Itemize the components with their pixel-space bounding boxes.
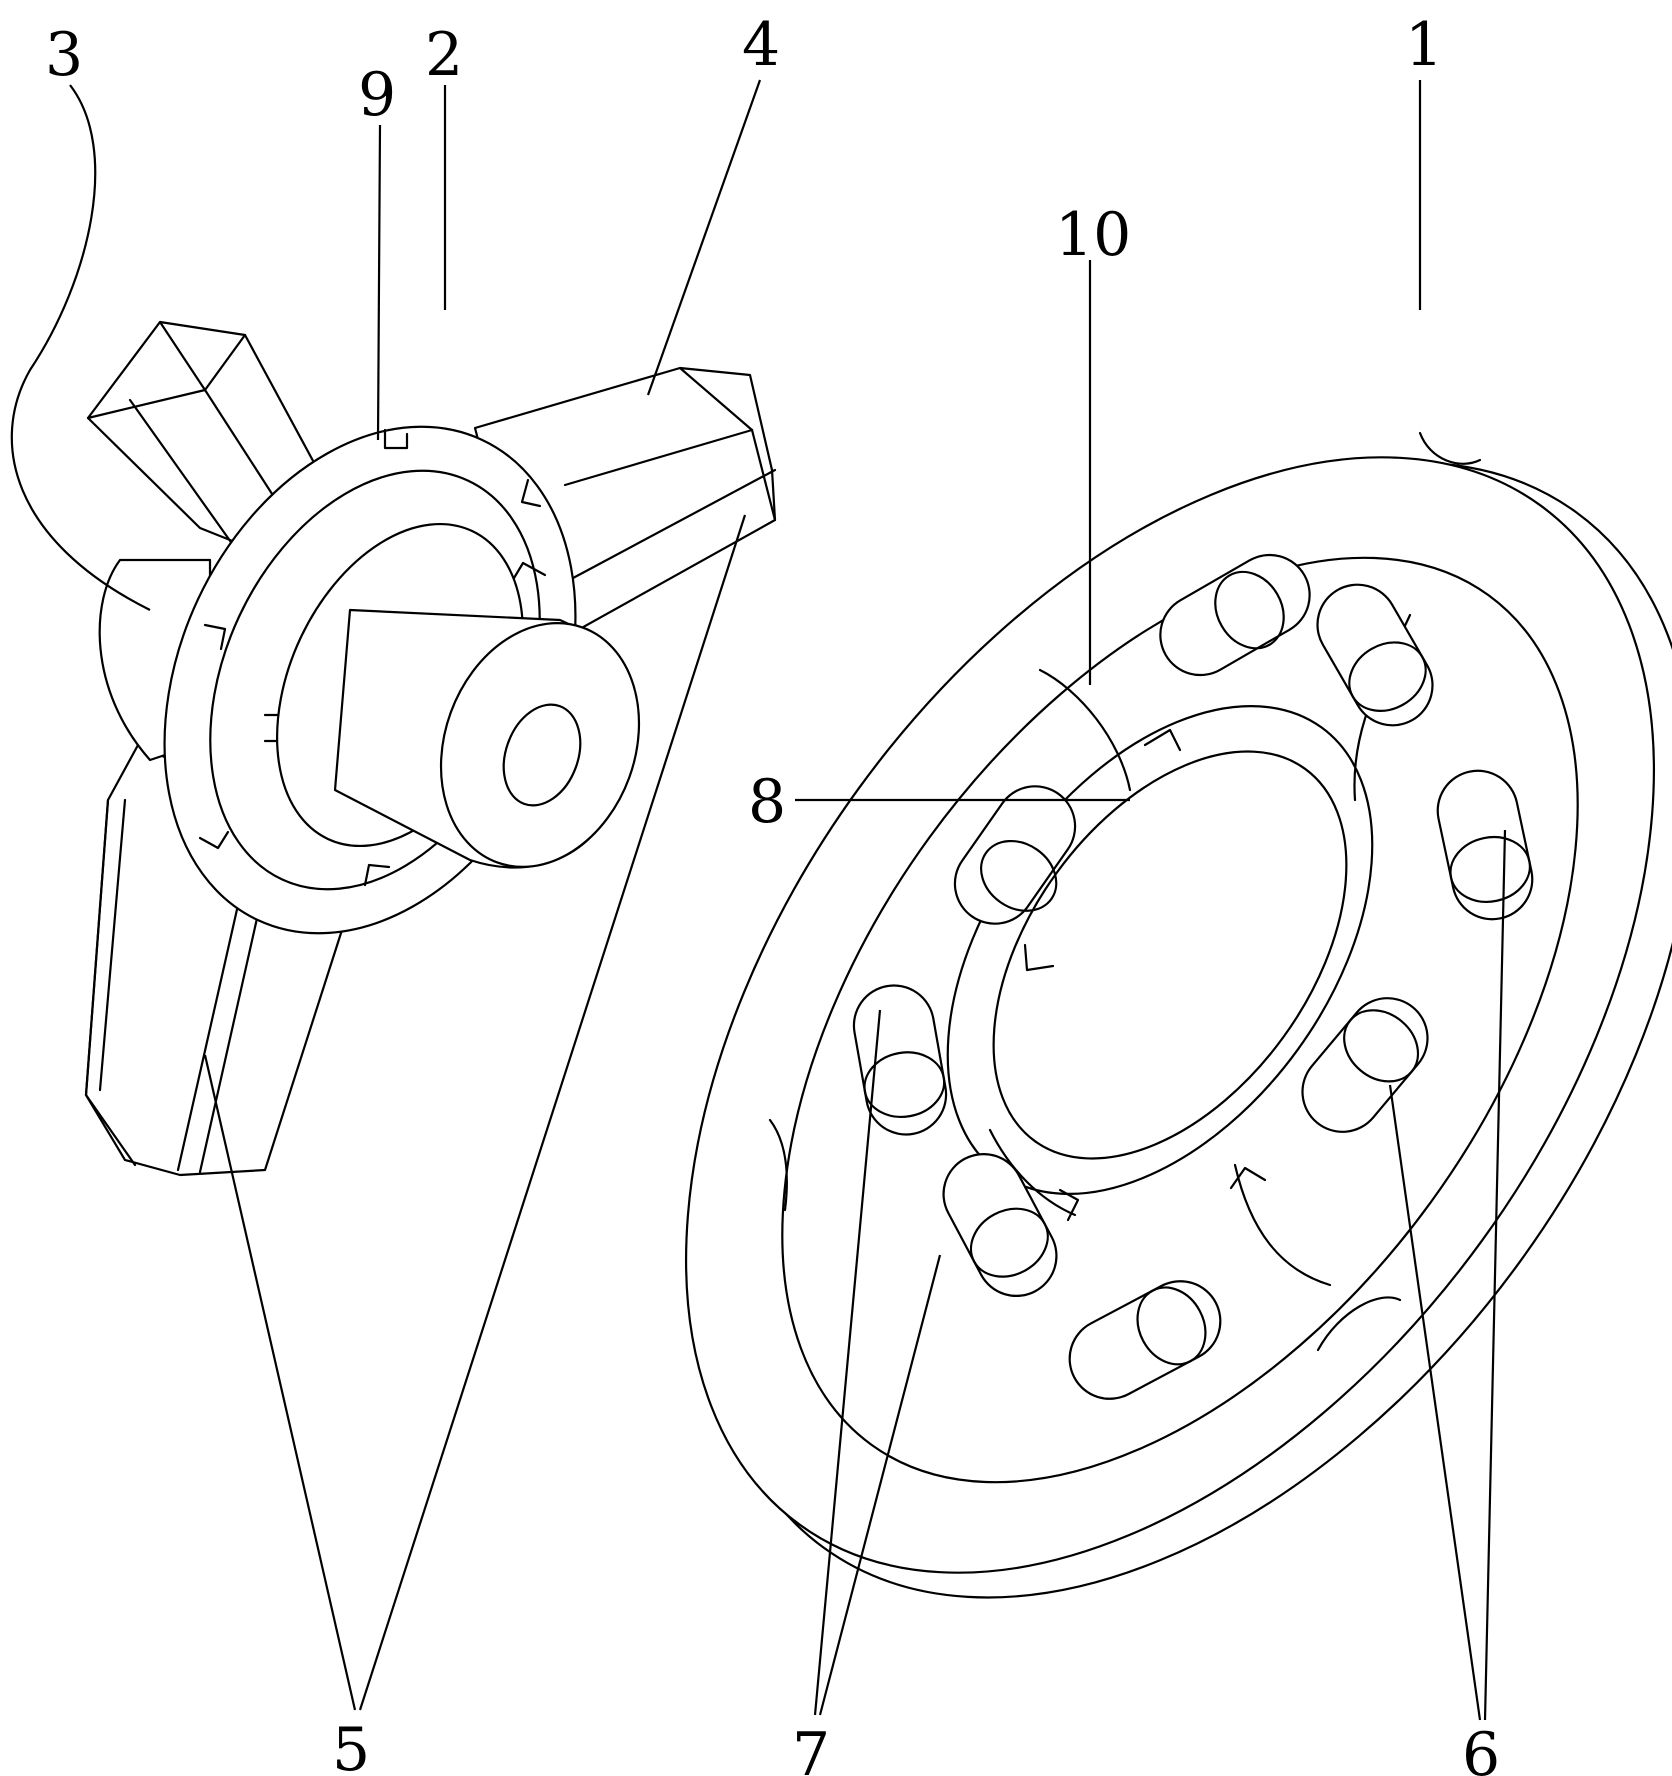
slot-pocket	[852, 984, 948, 1136]
disc-assembly	[685, 431, 1672, 1599]
label-8: 8	[748, 767, 786, 837]
label-7: 7	[792, 1720, 830, 1776]
label-3: 3	[45, 20, 83, 90]
label-5: 5	[332, 1715, 370, 1776]
label-6: 6	[1462, 1720, 1500, 1776]
label-1: 1	[1405, 10, 1443, 80]
disc-recess	[781, 556, 1579, 1484]
rotor-assembly	[84, 320, 777, 1177]
slot-pocket	[1436, 769, 1534, 921]
slot-pocket	[1068, 1280, 1222, 1400]
slot-pocket	[1316, 583, 1434, 727]
slot-pocket	[942, 1152, 1058, 1298]
slot-pocket	[953, 785, 1077, 925]
slot-pocket	[1301, 997, 1429, 1133]
label-2: 2	[425, 20, 463, 90]
slot-pockets	[852, 553, 1534, 1400]
label-4: 4	[742, 10, 780, 80]
shaft-boss	[333, 608, 641, 869]
reference-numerals: 3 9 2 4 1 10 8 5 7 6	[45, 10, 1500, 1776]
label-10: 10	[1055, 200, 1131, 270]
slot-pocket	[1159, 553, 1311, 677]
label-9: 9	[358, 60, 396, 130]
leader-lines	[10, 79, 1507, 1721]
